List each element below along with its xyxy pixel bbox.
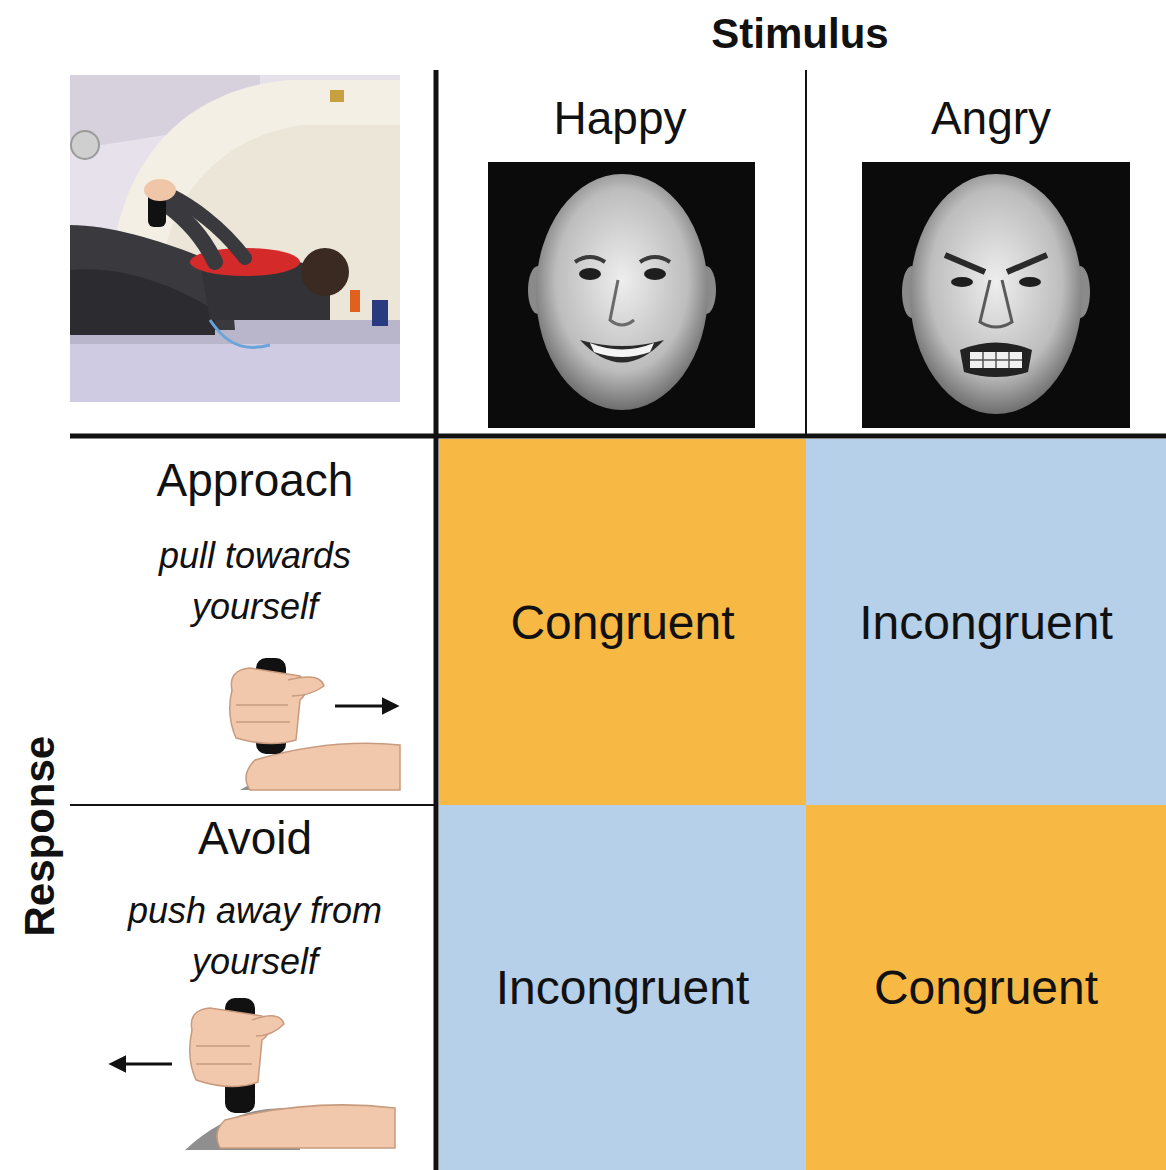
avoid-hand — [112, 998, 395, 1150]
axis-title: Stimulus — [711, 10, 888, 57]
cell-label: Incongruent — [859, 595, 1113, 650]
angry-face-photo — [862, 162, 1130, 428]
cell-label: Congruent — [510, 595, 734, 650]
row-header: Avoid — [198, 812, 312, 864]
cell-label: Congruent — [874, 960, 1098, 1015]
congruent-cell: Congruent — [806, 805, 1166, 1170]
cell-label: Incongruent — [496, 960, 750, 1015]
row-instruction: push away from yourself — [128, 890, 382, 982]
grid-lines — [70, 70, 1166, 1170]
column-header: Angry — [931, 92, 1051, 144]
row-header: Approach — [157, 454, 354, 506]
axis-title-box: Response — [16, 686, 64, 986]
row-instruction-box: push away from yourself — [95, 885, 415, 987]
incongruent-cell: Incongruent — [806, 439, 1166, 805]
congruent-cell: Congruent — [439, 439, 806, 805]
axis-title-box: Stimulus — [600, 10, 1000, 58]
approach-hand — [230, 658, 400, 790]
happy-face-photo — [488, 162, 755, 428]
column-header-box: Happy — [470, 92, 770, 145]
row-instruction: pull towards yourself — [159, 535, 351, 627]
incongruent-cell: Incongruent — [439, 805, 806, 1170]
scanner-photo — [70, 75, 400, 402]
column-header-box: Angry — [846, 92, 1136, 145]
row-header-box: Approach — [100, 454, 410, 507]
column-header: Happy — [554, 92, 687, 144]
row-instruction-box: pull towards yourself — [105, 530, 405, 632]
row-header-box: Avoid — [100, 812, 410, 865]
axis-title: Response — [16, 736, 63, 937]
